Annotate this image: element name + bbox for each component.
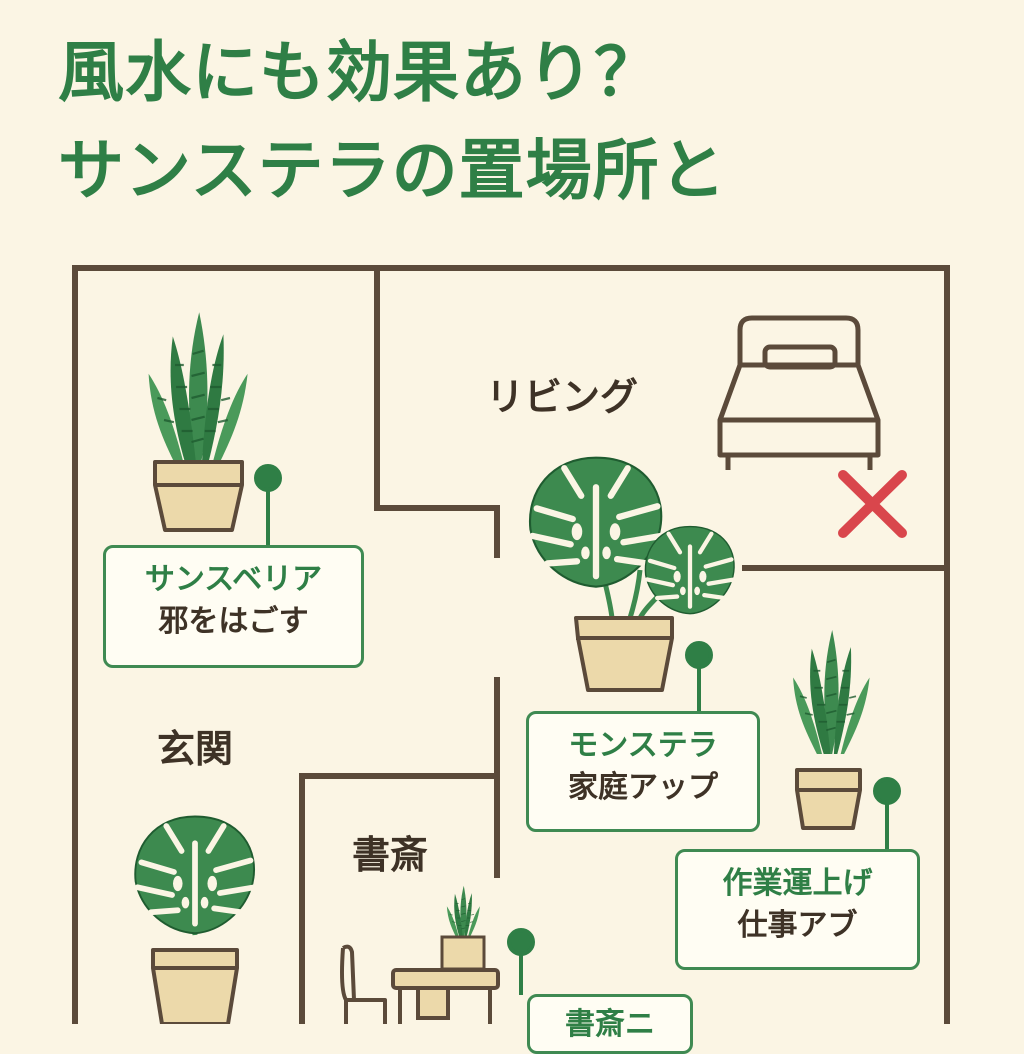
callout-title: 作業運上げ [722,866,873,901]
monstera-icon [530,458,734,692]
bed-icon [717,315,881,470]
hall-wall [374,265,500,558]
pin-icon [254,464,282,545]
study-wall [299,773,500,1024]
floor-plan [72,265,950,1024]
page-title-line2: サンステラの置場所と [58,132,727,209]
snake-plant-icon [440,885,486,971]
walls [72,265,950,1024]
pin-icon [685,641,713,712]
callout-work-luck: 作業運上げ 仕事アブ [675,849,920,970]
callout-description: 仕事アブ [737,908,858,943]
callout-sansevieria: サンスベリア 邪をはごす [103,545,364,668]
snake-plant-icon [792,628,871,830]
room-label-entrance: 玄関 [157,727,234,771]
callout-study: 書斎ニ [527,994,693,1054]
snake-plant-icon [147,311,249,532]
callout-description: 家庭アップ [568,770,718,805]
outer-wall [72,265,950,1024]
callout-title: サンスベリア [144,562,323,597]
pin-icon [873,777,901,850]
callout-title: モンステラ [568,728,718,763]
cross-mark-icon [838,470,907,538]
monstera-icon [135,816,254,1024]
callout-title: 書斎ニ [565,1007,655,1042]
desk-icon [391,968,500,1024]
chair-icon [340,944,387,1024]
pin-icon [507,928,535,995]
page-title-line1: 風水にも効果あり？ [58,34,661,111]
callout-description: 邪をはごす [158,604,309,639]
room-label-living: リビング [486,375,639,419]
callout-monstera: モンステラ 家庭アップ [526,711,760,832]
room-label-study: 書斎 [352,833,429,877]
